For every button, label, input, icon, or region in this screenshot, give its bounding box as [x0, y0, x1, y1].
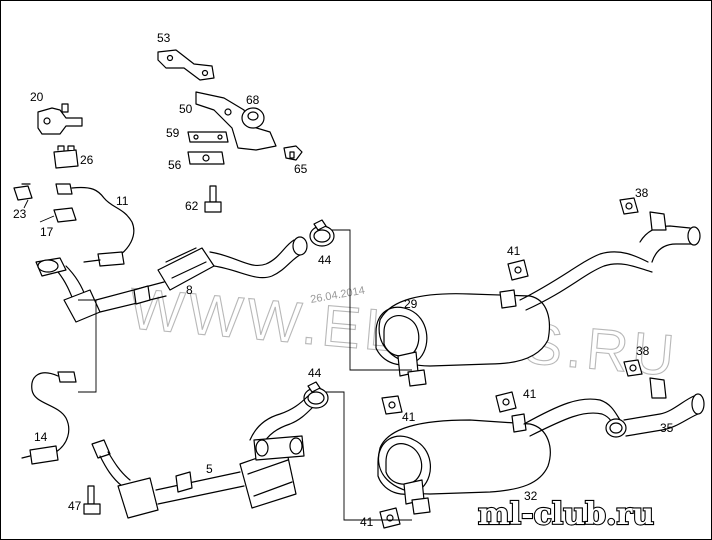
front-pipe-lower-5 — [91, 395, 313, 519]
bolt-47 — [83, 485, 101, 515]
callout-38-upper: 38 — [635, 186, 649, 200]
callout-56: 56 — [168, 158, 182, 172]
callout-44-lower: 44 — [308, 366, 322, 380]
callout-8: 8 — [186, 283, 193, 297]
callout-68: 68 — [246, 93, 260, 107]
oxygen-sensor-14 — [21, 371, 77, 465]
callout-14: 14 — [34, 430, 48, 444]
connector-26 — [53, 145, 79, 169]
callout-23: 23 — [13, 207, 27, 221]
callout-47: 47 — [68, 499, 82, 513]
rear-muffler-32 — [377, 398, 621, 515]
clip-17 — [53, 207, 77, 223]
callout-20: 20 — [30, 90, 44, 104]
clamp-plate-59 — [187, 131, 229, 143]
callout-11: 11 — [116, 194, 129, 208]
hanger-41-b — [381, 395, 403, 415]
callout-29: 29 — [404, 297, 418, 311]
brand-logo: ml-club.ru — [478, 497, 654, 532]
hanger-41-c — [495, 391, 517, 413]
callout-17: 17 — [40, 225, 54, 239]
callout-26: 26 — [80, 153, 94, 167]
callout-38-lower: 38 — [636, 344, 650, 358]
pipe-clamp-44-upper — [309, 219, 335, 247]
bolt-62 — [204, 185, 222, 213]
callout-5: 5 — [206, 462, 213, 476]
callout-65: 65 — [294, 162, 308, 176]
rubber-mount-68 — [241, 107, 265, 129]
callout-53: 53 — [157, 31, 171, 45]
callout-32: 32 — [524, 489, 538, 503]
callout-41-b: 41 — [402, 410, 416, 424]
hanger-41-d — [379, 507, 401, 529]
callout-50: 50 — [179, 102, 193, 116]
callout-41-c: 41 — [523, 387, 537, 401]
mounting-bracket-53 — [157, 49, 215, 81]
clamp-plate-56 — [187, 151, 225, 165]
pipe-clamp-44-lower — [303, 381, 329, 409]
clip-65 — [283, 145, 303, 161]
hanger-38-upper — [619, 197, 639, 215]
leader-lines — [23, 199, 412, 521]
tail-pipe-35 — [605, 377, 705, 438]
rear-muffler-29 — [375, 211, 701, 387]
callout-62: 62 — [185, 199, 199, 213]
hanger-41-a — [507, 259, 529, 281]
callout-35: 35 — [660, 421, 674, 435]
callout-44-upper: 44 — [318, 253, 332, 267]
hanger-38-lower — [623, 359, 643, 377]
callout-41-d: 41 — [360, 515, 374, 529]
mounting-bracket-50 — [195, 91, 277, 151]
clip-23 — [13, 183, 33, 201]
front-pipe-upper-8 — [35, 236, 308, 323]
heat-shield-bracket-20 — [37, 103, 83, 135]
oxygen-sensor-11 — [55, 183, 135, 267]
callout-labels: 53 50 68 59 56 65 20 26 23 17 11 62 8 44… — [13, 31, 674, 529]
callout-41-a: 41 — [507, 244, 521, 258]
callout-59: 59 — [166, 126, 180, 140]
